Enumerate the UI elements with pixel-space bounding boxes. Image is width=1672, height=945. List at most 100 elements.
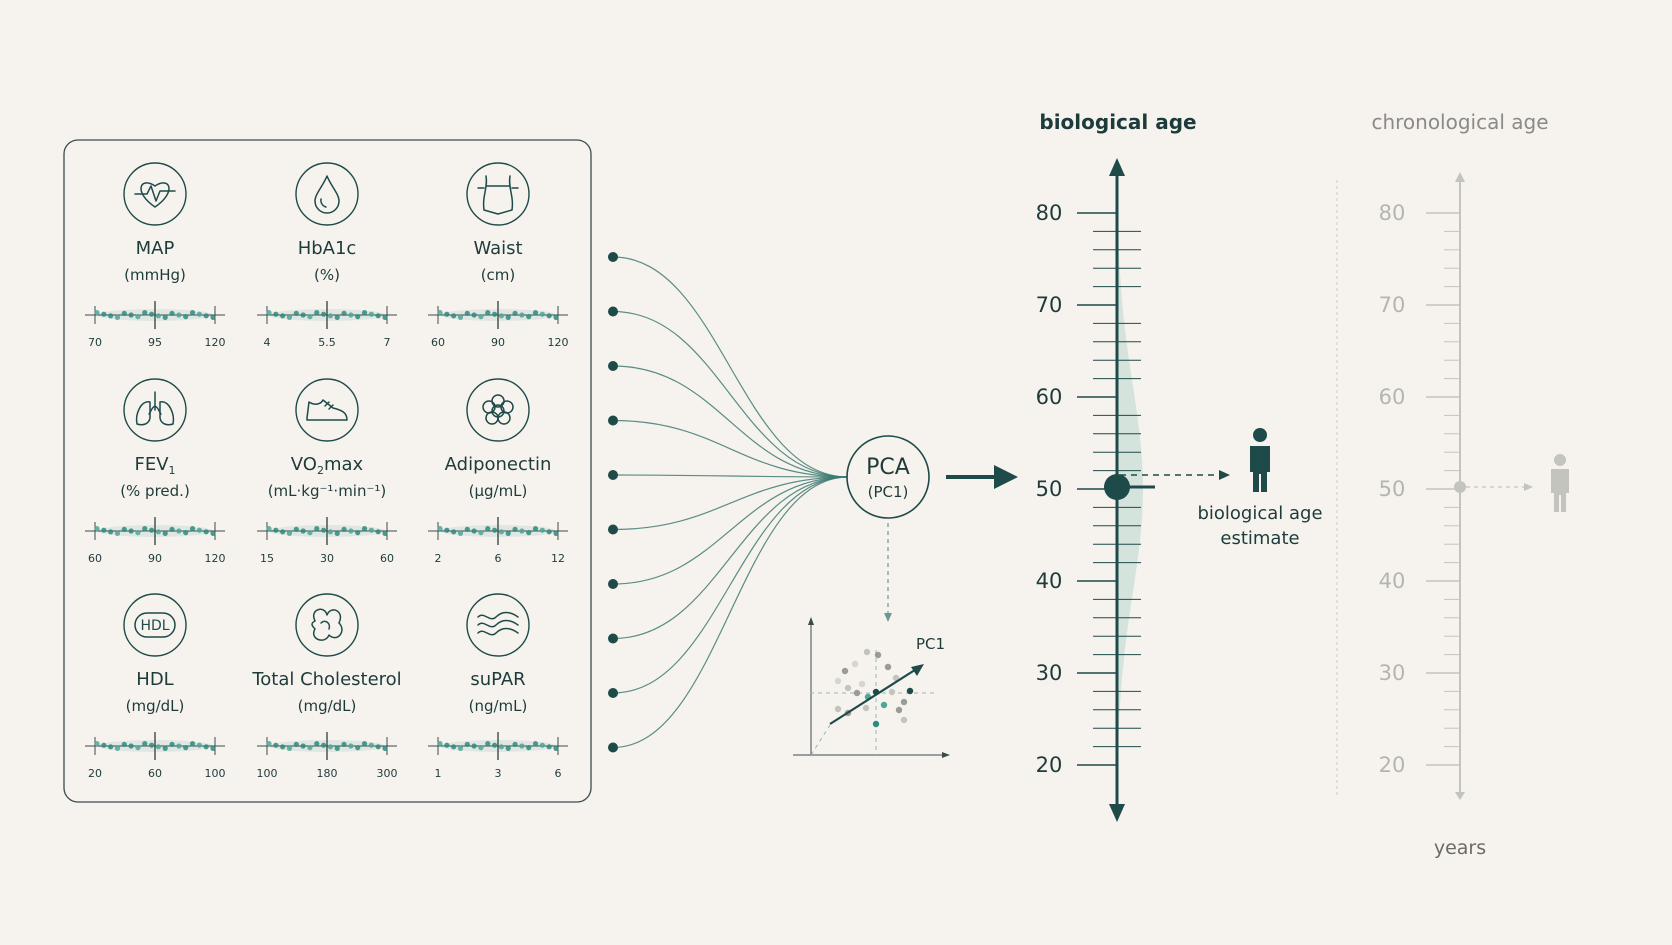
marker-to-pca-connectors [608, 252, 849, 753]
marker-tick-label: 5.5 [318, 336, 336, 349]
shoe-icon [295, 378, 359, 442]
biomarker-panel [63, 139, 592, 803]
age-tick-label: 80 [1036, 201, 1063, 225]
marker-tick-label: 1 [435, 767, 442, 780]
scatter-point [888, 688, 896, 696]
age-tick-label: 20 [1379, 753, 1406, 777]
marker-unit: (% pred.) [120, 482, 190, 500]
marker-name: FEV1 [134, 454, 175, 477]
age-tick-label: 60 [1379, 385, 1406, 409]
scatter-point [853, 689, 861, 697]
scatter-point [851, 660, 859, 668]
marker-unit: (µg/mL) [469, 482, 528, 500]
age-tick-label: 20 [1036, 753, 1063, 777]
chronological-person [1466, 454, 1569, 512]
age-tick-label: 40 [1379, 569, 1406, 593]
marker-unit: (mg/dL) [298, 697, 357, 715]
age-tick-label: 80 [1379, 201, 1406, 225]
chronological-age-marker [1454, 481, 1466, 493]
marker-tick-label: 90 [491, 336, 505, 349]
marker-unit: (cm) [481, 266, 516, 284]
pca-title: PCA [866, 455, 910, 480]
connector-node [608, 415, 618, 426]
scatter-point [874, 651, 882, 659]
scatter-point [895, 706, 903, 714]
pca-to-scatter-link [884, 523, 892, 622]
age-tick-label: 50 [1036, 477, 1063, 501]
marker-tick-label: 6 [495, 552, 502, 565]
marker-tick-label: 180 [317, 767, 338, 780]
marker-tick-label: 60 [431, 336, 445, 349]
marker-distribution-axis: 60 90 120 [428, 301, 569, 349]
scatter-point [841, 667, 849, 675]
connector-node [608, 579, 618, 589]
connector-node [608, 361, 618, 371]
marker-tick-label: 120 [205, 336, 226, 349]
marker-name: HDL [136, 669, 173, 690]
scatter-point [892, 674, 900, 682]
biological-age-estimate: biological age estimate [1120, 428, 1323, 549]
marker-tick-label: 30 [320, 552, 334, 565]
marker-tick-label: 70 [88, 336, 102, 349]
estimate-label-line2: estimate [1220, 528, 1299, 549]
marker-tick-label: 20 [88, 767, 102, 780]
biological-age-title: biological age [1039, 110, 1196, 134]
marker-tick-label: 7 [384, 336, 391, 349]
age-tick-label: 70 [1379, 293, 1406, 317]
connector-node [608, 306, 618, 317]
drop-icon [295, 162, 359, 226]
pc1-direction-line [829, 667, 919, 725]
marker-tick-label: 300 [377, 767, 398, 780]
marker-tick-label: 2 [435, 552, 442, 565]
marker-tick-label: 120 [205, 552, 226, 565]
age-tick-label: 70 [1036, 293, 1063, 317]
age-tick-label: 30 [1379, 661, 1406, 685]
pca-subtitle: (PC1) [868, 483, 909, 501]
connector-node [608, 742, 618, 753]
age-tick-label: 30 [1036, 661, 1063, 685]
person-icon [1250, 428, 1270, 492]
person-icon-muted [1551, 454, 1569, 512]
marker-distribution-axis: 2 6 12 [428, 517, 568, 565]
svg-text:HDL: HDL [140, 618, 169, 634]
marker-card-waist: Waist (cm) 60 90 120 [428, 162, 569, 349]
marker-unit: (mg/dL) [126, 697, 185, 715]
lungs-icon [123, 378, 187, 442]
connector-node [608, 633, 618, 644]
marker-tick-label: 12 [551, 552, 565, 565]
marker-unit: (mmHg) [124, 266, 186, 284]
scatter-point [862, 704, 870, 712]
marker-unit: (ng/mL) [469, 697, 528, 715]
cell-cluster-icon [466, 378, 530, 442]
marker-unit: (%) [314, 266, 340, 284]
scatter-point [880, 701, 888, 709]
scatter-point [863, 648, 871, 656]
scatter-point [900, 698, 908, 706]
scatter-point [900, 716, 908, 724]
age-tick-label: 40 [1036, 569, 1063, 593]
connector-node [608, 524, 618, 535]
connector-node [608, 252, 618, 262]
pc1-label: PC1 [916, 635, 945, 653]
scatter-point [872, 720, 880, 728]
scatter-point [884, 663, 892, 671]
marker-tick-label: 120 [548, 336, 569, 349]
marker-tick-label: 4 [264, 336, 271, 349]
pca-scatter-plot: PC1 [793, 617, 950, 758]
pc1-arrowhead [911, 664, 924, 676]
waves-icon [466, 593, 530, 657]
scatter-point [834, 705, 842, 713]
marker-name: Waist [473, 238, 522, 259]
marker-tick-label: 100 [257, 767, 278, 780]
